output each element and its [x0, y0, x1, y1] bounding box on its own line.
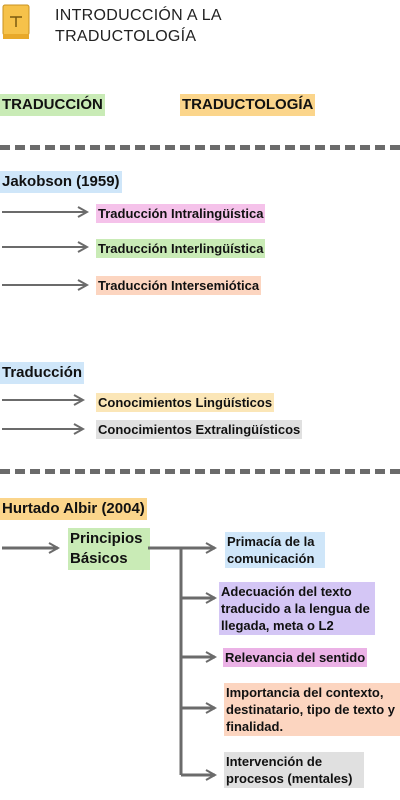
principio-relevancia: Relevancia del sentido: [223, 648, 368, 667]
jakobson-item-intersemiotica: Traducción Intersemiótica: [96, 276, 262, 295]
traduccion-item-extralinguisticos: Conocimientos Extralingüísticos: [96, 420, 303, 439]
traduccion-title: Traducción: [0, 362, 85, 384]
label-traductologia: TRADUCTOLOGÍA: [180, 94, 316, 116]
principio-importancia: Importancia del contexto, destinatario, …: [224, 683, 400, 736]
jakobson-item-intralinguistica: Traducción Intralingüística: [96, 204, 266, 223]
principio-intervencion: Intervención de procesos (mentales): [224, 752, 364, 788]
label-traduccion: TRADUCCIÓN: [0, 94, 105, 116]
traduccion-item-linguisticos: Conocimientos Lingüísticos: [96, 393, 275, 412]
page-title: INTRODUCCIÓN A LA TRADUCTOLOGÍA: [55, 7, 222, 45]
jakobson-title: Jakobson (1959): [0, 171, 122, 193]
section-divider: [0, 145, 400, 150]
principios-basicos-node: Principios Básicos: [68, 528, 150, 570]
hurtado-title: Hurtado Albir (2004): [0, 498, 147, 520]
document-icon: [2, 4, 30, 40]
principio-primacia: Primacía de la comunicación: [225, 532, 325, 568]
section-divider: [0, 469, 400, 474]
jakobson-item-interlinguistica: Traducción Interlingüística: [96, 239, 266, 258]
principio-adecuacion: Adecuación del texto traducido a la leng…: [219, 582, 375, 635]
